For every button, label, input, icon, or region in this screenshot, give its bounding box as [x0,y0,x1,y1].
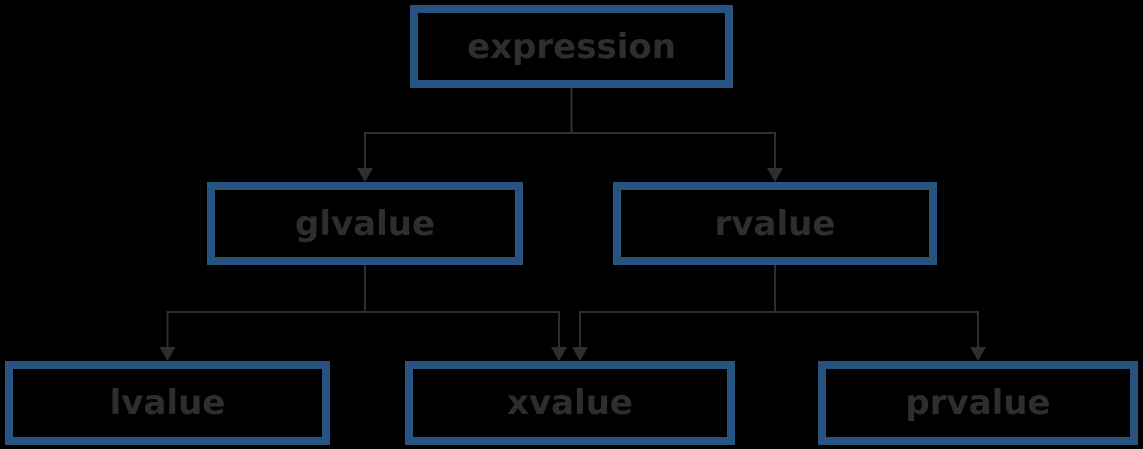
node-prvalue-label: prvalue [905,383,1051,423]
node-glvalue: glvalue [207,182,523,265]
node-expression-label: expression [467,26,676,67]
node-expression: expression [410,5,733,88]
edge-rvalue-xvalue [572,265,776,361]
arrowhead-icon [159,347,176,361]
edge-rvalue-prvalue [774,265,986,361]
edge-expression-rvalue [570,88,783,182]
node-rvalue: rvalue [613,182,937,265]
arrowhead-icon [572,347,588,361]
edge-expression-glvalue [357,88,573,182]
node-lvalue-label: lvalue [109,383,226,423]
node-prvalue: prvalue [818,361,1138,445]
node-xvalue: xvalue [405,361,735,445]
node-lvalue: lvalue [5,361,330,445]
node-glvalue-label: glvalue [294,203,436,244]
node-rvalue-label: rvalue [714,203,836,244]
arrowhead-icon [357,168,373,182]
edge-glvalue-lvalue [159,265,366,361]
edge-glvalue-xvalue [364,265,567,361]
node-xvalue-label: xvalue [507,383,633,423]
arrowhead-icon [767,168,783,182]
arrowhead-icon [970,347,986,361]
arrowhead-icon [551,347,567,361]
